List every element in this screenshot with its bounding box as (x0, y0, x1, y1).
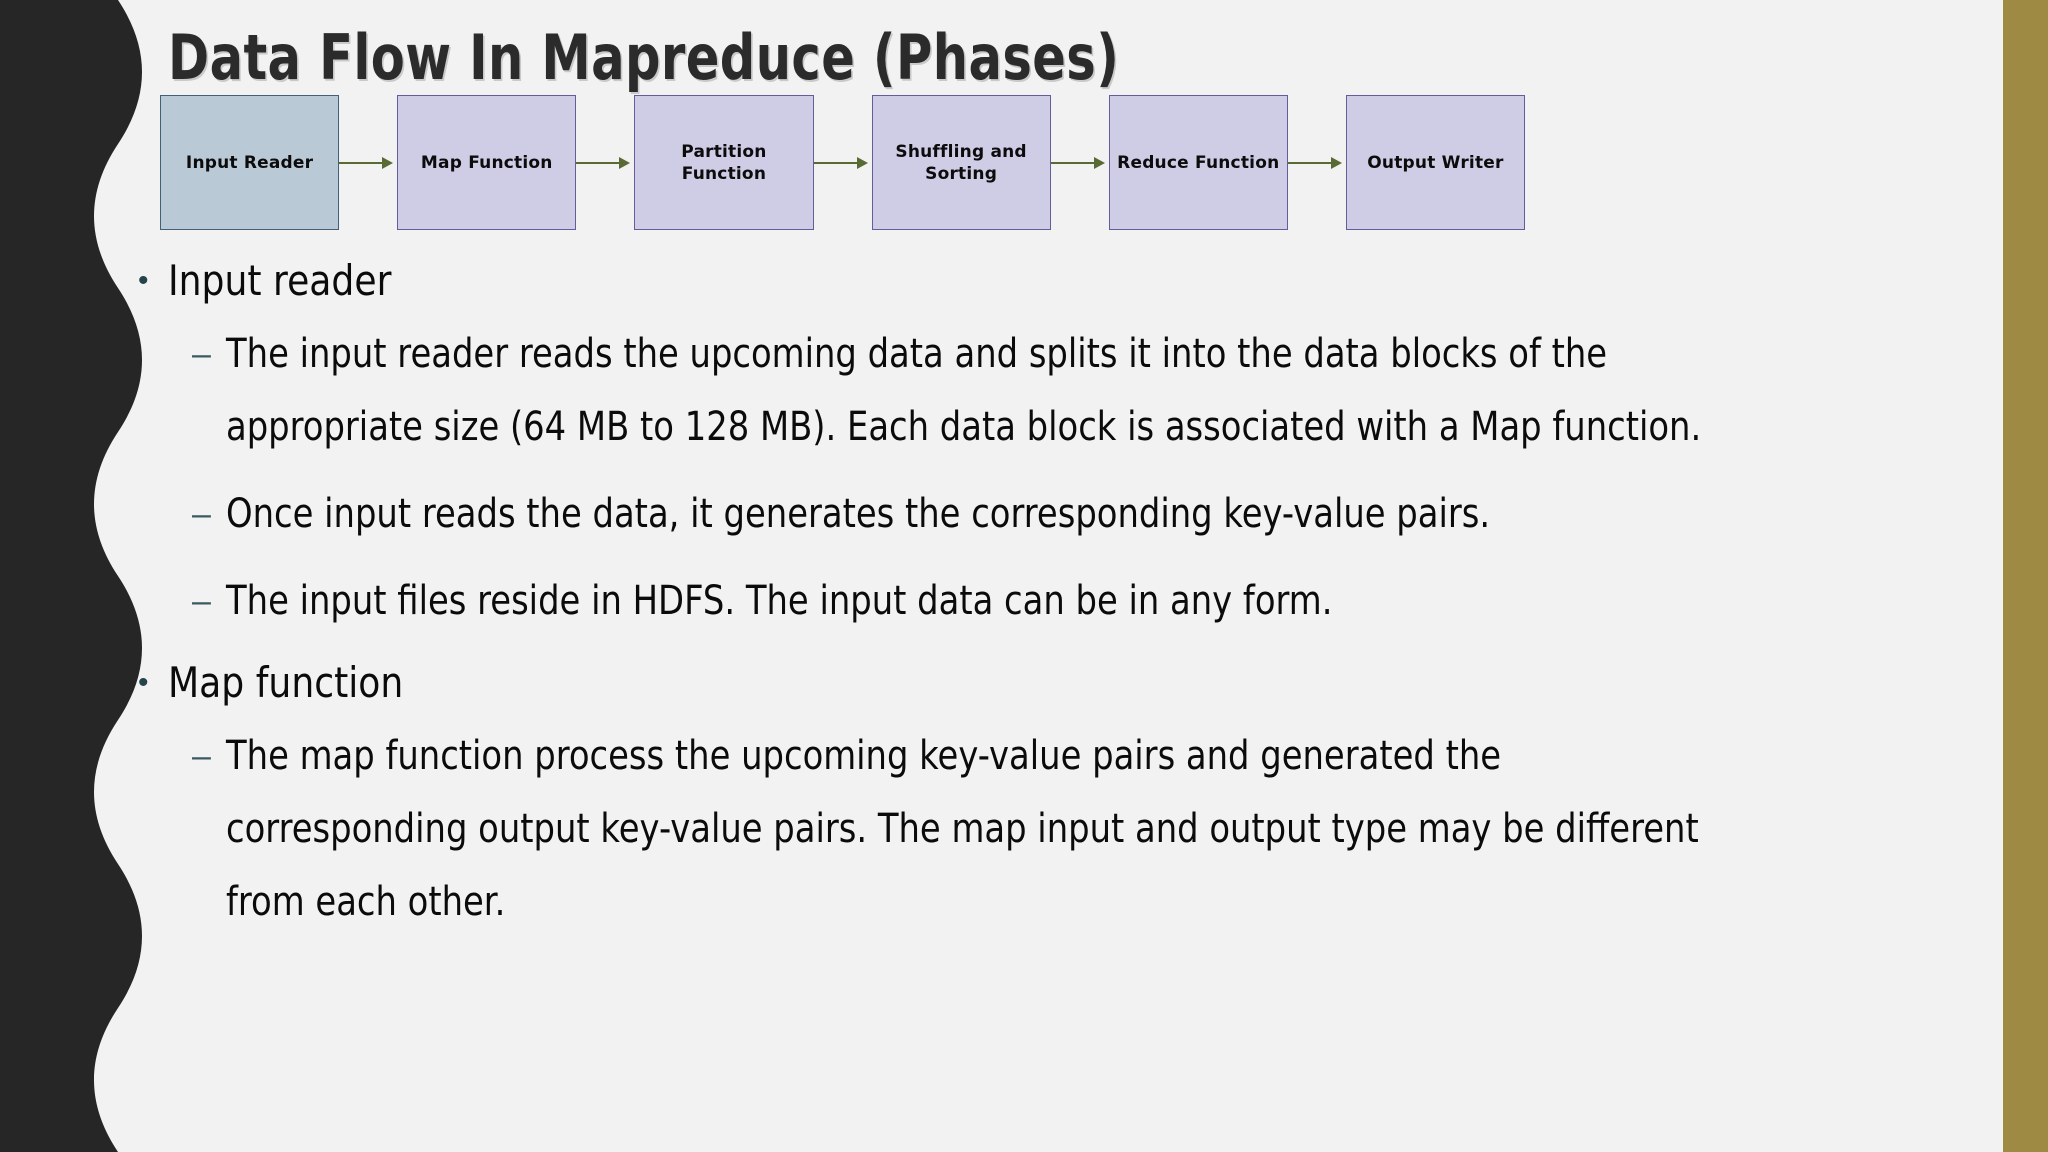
flow-box-reduce-function[interactable]: Reduce Function (1108, 95, 1288, 230)
flow-arrow-icon-2 (576, 156, 634, 170)
flow-box-input-reader[interactable]: Input Reader (160, 95, 340, 230)
bullet-level1-map-function: • Map function (130, 652, 1990, 714)
right-gold-accent-bar (2003, 0, 2048, 1152)
flow-box-label: Partition Function (681, 141, 767, 184)
bullet-level2-label: The input reader reads the upcoming data… (226, 331, 1702, 450)
flow-arrow-icon-5 (1287, 156, 1346, 170)
dash-marker-icon: – (192, 335, 211, 373)
bullet-level2-item: – The map function process the upcoming … (130, 720, 1990, 939)
bullet-level1-label: Input reader (168, 256, 392, 305)
slide-title: Data Flow In Mapreduce (Phases) (168, 21, 1120, 94)
bullet-level1-label: Map function (168, 658, 404, 707)
flow-box-partition-function[interactable]: Partition Function (634, 95, 814, 230)
bullet-level2-item: – The input reader reads the upcoming da… (130, 318, 1990, 464)
flow-box-map-function[interactable]: Map Function (397, 95, 577, 230)
bullet-level2-label: Once input reads the data, it generates … (226, 491, 1491, 537)
dash-marker-icon: – (192, 582, 211, 620)
flow-box-label: Output Writer (1367, 152, 1504, 173)
bullet-level1-input-reader: • Input reader (130, 250, 1990, 312)
flow-arrow-icon-3 (813, 156, 872, 170)
flow-arrow-icon-4 (1050, 156, 1109, 170)
bullet-dot-icon: • (138, 264, 149, 297)
bullet-level2-item: – The input files reside in HDFS. The in… (130, 565, 1990, 638)
dash-marker-icon: – (192, 495, 211, 533)
mapreduce-flow-diagram: Input Reader Map Function Partition Func… (160, 95, 1526, 230)
bullet-level2-item: – Once input reads the data, it generate… (130, 478, 1990, 551)
bullet-level2-label: The input files reside in HDFS. The inpu… (226, 578, 1333, 624)
bullet-level2-label: The map function process the upcoming ke… (226, 733, 1699, 925)
flow-box-label: Map Function (420, 152, 553, 173)
left-wavy-band-decoration (0, 0, 142, 1152)
slide-body-content: • Input reader – The input reader reads … (130, 250, 1990, 953)
flow-box-shuffling-and-sorting[interactable]: Shuffling and Sorting (871, 95, 1051, 230)
flow-box-output-writer[interactable]: Output Writer (1345, 95, 1526, 230)
flow-box-label: Input Reader (185, 152, 314, 173)
flow-box-label: Shuffling and Sorting (895, 141, 1027, 184)
flow-arrow-icon-1 (339, 156, 397, 170)
bullet-dot-icon: • (138, 666, 149, 699)
dash-marker-icon: – (192, 737, 211, 775)
flow-box-label: Reduce Function (1117, 152, 1280, 173)
